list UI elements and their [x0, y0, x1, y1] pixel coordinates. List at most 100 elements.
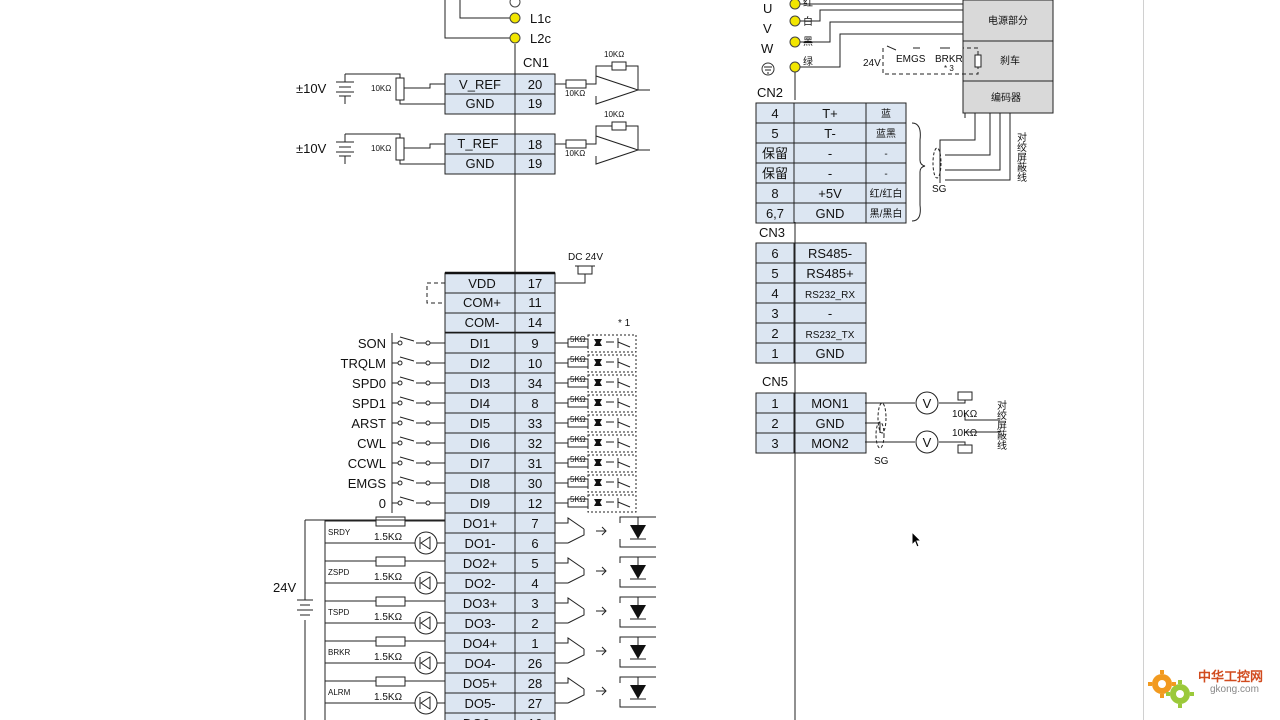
cn2-shield: SG [932, 184, 947, 195]
v-ref-res: 10KΩ [565, 89, 585, 98]
phase-u: U [763, 1, 772, 16]
cn2-wire-color: 蓝 [881, 108, 891, 120]
mouse-cursor-icon [911, 531, 923, 548]
do-minus-name: DO3- [464, 616, 495, 631]
com-plus-pin: 11 [528, 295, 542, 310]
do-plus-name: DO3+ [463, 596, 497, 611]
optocoupler [587, 434, 637, 453]
do-minus-pin: 4 [531, 576, 538, 591]
do-minus-name: DO5- [464, 696, 495, 711]
di-signal: TRQLM [341, 356, 387, 371]
motor-power-block [962, 0, 1054, 42]
di-name: DI5 [470, 416, 490, 431]
power-pins-group: VDD 17 COM+ 11 COM- 14 [426, 271, 556, 335]
di-res-label: 5KΩ [570, 335, 586, 344]
cn5-meters: V V 10KΩ 10KΩ SG 对绞屏蔽线 [865, 391, 1007, 467]
di-signal: CCWL [348, 456, 386, 471]
brake-emgs: EMGS [896, 54, 926, 65]
optocoupler [587, 334, 637, 353]
watermark-name: 中华工控网 [1198, 669, 1264, 684]
do-minus-name: DO4- [464, 656, 495, 671]
com-minus-pin: 14 [528, 315, 542, 330]
optocoupler [587, 454, 637, 473]
brake-brkr: BRKR [935, 54, 963, 65]
do-resistor [375, 596, 406, 607]
power-block-label: 电源部分 [988, 14, 1028, 27]
di-name: DI4 [470, 396, 490, 411]
optocoupler [587, 374, 637, 393]
meter-1-label: V [923, 396, 932, 411]
meter-2-label: V [923, 435, 932, 450]
gnd-name: GND [466, 96, 495, 111]
cn3-signal: RS232_TX [806, 330, 855, 341]
opto-note: * 1 [618, 318, 631, 329]
led-icon [414, 611, 438, 635]
encoder-block-label: 编码器 [991, 91, 1021, 104]
do-signal: BRKR [328, 648, 350, 657]
cn2-signal: - [828, 146, 832, 161]
vdd-pin: 17 [528, 276, 542, 291]
brake-24v: 24V [863, 58, 881, 69]
do-plus-name: DO4+ [463, 636, 497, 651]
v-ref-fb-res: 10KΩ [604, 50, 624, 59]
di-signal: SPD1 [352, 396, 386, 411]
v-ref-voltage: ±10V [296, 81, 327, 96]
t-ref-name: T_REF [457, 136, 498, 151]
di-name: DI1 [470, 336, 490, 351]
di-signal: EMGS [348, 476, 387, 491]
cn2-row: 保留-- [755, 162, 907, 184]
output-diode-icon [630, 685, 646, 699]
phase-v: V [763, 21, 772, 36]
optocoupler [587, 494, 637, 513]
output-diode-icon [630, 645, 646, 659]
cn3-title: CN3 [759, 225, 785, 240]
cn3-signal: GND [816, 346, 845, 361]
v-ref-name: V_REF [459, 77, 501, 92]
cn2-pin: 8 [771, 186, 778, 201]
cn5-pin: 3 [771, 436, 778, 451]
di-res-label: 5KΩ [570, 475, 586, 484]
t-ref-group: T_REF 18 GND 19 ±10V 10KΩ 10KΩ 10KΩ [296, 110, 650, 175]
di-name: DI6 [470, 436, 490, 451]
optocoupler [587, 474, 637, 493]
dc-24v-label: DC 24V [568, 252, 603, 263]
motor-encoder-block [962, 80, 1054, 114]
cn2-signal: +5V [818, 186, 842, 201]
do-resistor [375, 556, 406, 567]
cn2-wire-color: - [884, 149, 887, 160]
do-plus-pin: 5 [531, 556, 538, 571]
di-res-label: 5KΩ [570, 455, 586, 464]
do-res-label: 1.5KΩ [374, 652, 403, 663]
com-plus-name: COM+ [463, 295, 501, 310]
cn2-cable-note: 对绞屏蔽线 [1015, 131, 1027, 182]
do-signal: ALRM [328, 688, 351, 697]
optocoupler [587, 394, 637, 413]
t-ref-voltage: ±10V [296, 141, 327, 156]
cn2-pin: 4 [771, 106, 778, 121]
cn2-pin: 保留 [762, 146, 788, 161]
cn3-pin: 5 [771, 266, 778, 281]
v-ref-pin: 20 [528, 77, 542, 92]
do-res-label: 1.5KΩ [374, 612, 403, 623]
cn5-cable-note: 对绞屏蔽线 [995, 399, 1007, 450]
di-pin: 9 [531, 336, 538, 351]
cn5-pin: 2 [771, 416, 778, 431]
cn2-pin: 6,7 [766, 206, 784, 221]
di-res-label: 5KΩ [570, 435, 586, 444]
do-plus-pin: 7 [531, 516, 538, 531]
page-right-border [1143, 0, 1144, 720]
output-diode-icon [630, 565, 646, 579]
di-signal: CWL [357, 436, 386, 451]
